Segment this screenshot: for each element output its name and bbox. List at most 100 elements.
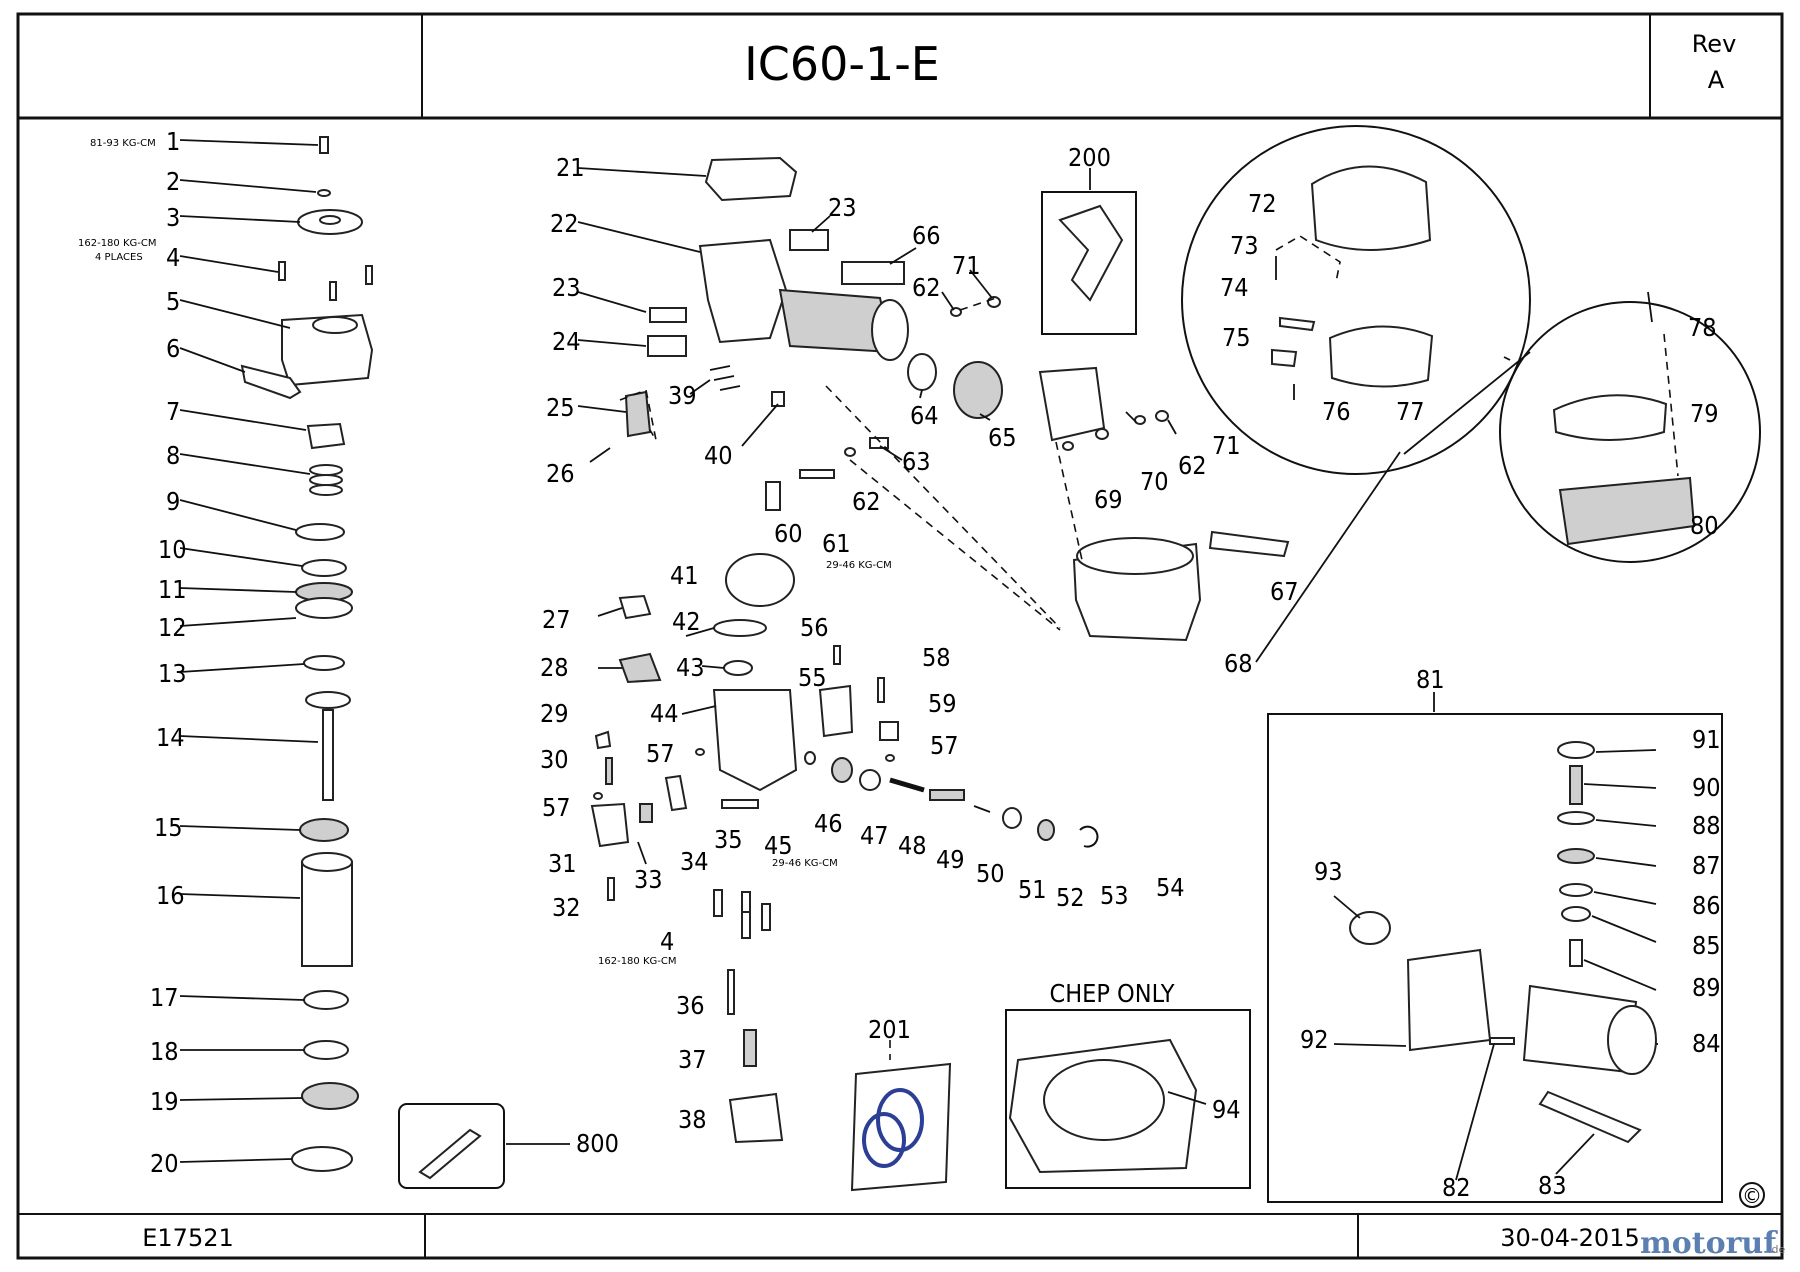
part-21-gasket [704, 156, 798, 202]
part-31-lever [590, 802, 630, 848]
part-75-spring [1271, 348, 1298, 368]
spring-coil [309, 474, 343, 486]
part-71-nut-b [1155, 410, 1169, 422]
leader-64 [919, 389, 923, 399]
leader-71b [1167, 419, 1177, 435]
leader-20 [179, 1158, 293, 1163]
part-45-bolt [721, 799, 759, 809]
part-40-clip [771, 391, 785, 407]
part-85-bushing [1561, 906, 1591, 922]
part-47-bushing [831, 757, 853, 783]
chep-only-box [1005, 1009, 1251, 1189]
callout-4b: 4 [660, 927, 674, 956]
note-torque-1: 81-93 KG-CM [90, 138, 156, 149]
part-38-contact-arm [728, 1092, 784, 1144]
callout-88: 88 [1692, 811, 1721, 840]
leader-87 [1595, 857, 1657, 867]
leader-19 [179, 1097, 303, 1101]
part-32-pin [607, 877, 615, 901]
leader-circle-link [1503, 356, 1511, 361]
leader-65 [979, 413, 991, 421]
leader-17 [179, 995, 305, 1001]
leader-83 [1555, 1133, 1595, 1175]
callout-46: 46 [814, 809, 843, 838]
part-48-o-ring [859, 769, 881, 791]
callout-5: 5 [166, 287, 180, 316]
part-39-pin-c [719, 385, 741, 391]
part-16-cylinder [301, 861, 353, 967]
callout-25: 25 [546, 393, 575, 422]
part-90-spring [1569, 765, 1583, 805]
part-57-pin-c [885, 754, 895, 762]
leader-1 [179, 139, 319, 146]
callout-71b: 71 [1212, 431, 1241, 460]
part-29-trigger [594, 730, 612, 750]
callout-41: 41 [670, 561, 699, 590]
detail-circle-72-77 [1181, 125, 1531, 475]
callout-71a: 71 [952, 251, 981, 280]
part-4-screw-f [761, 903, 771, 931]
part-69-washer [1062, 441, 1074, 451]
callout-64: 64 [910, 401, 939, 430]
part-89-stem [1569, 939, 1583, 967]
callout-79: 79 [1690, 399, 1719, 428]
leader-24 [577, 339, 647, 347]
detail-circle-78-80 [1499, 301, 1761, 563]
leader-16 [179, 893, 301, 899]
callout-28: 28 [540, 653, 569, 682]
copyright-circle [1739, 1182, 1765, 1208]
callout-35: 35 [714, 825, 743, 854]
callout-10: 10 [158, 535, 187, 564]
leader-6 [179, 347, 246, 373]
part-44-nose [712, 689, 798, 792]
callout-68: 68 [1224, 649, 1253, 678]
callout-90: 90 [1692, 773, 1721, 802]
callout-85: 85 [1692, 931, 1721, 960]
drawing-title: IC60-1-E [744, 37, 940, 91]
part-84-end [1607, 1005, 1657, 1075]
leader-7 [179, 409, 307, 431]
callout-11: 11 [158, 575, 187, 604]
leader-5 [179, 299, 291, 329]
leader-82 [1455, 1043, 1495, 1181]
part-4-screw-g [741, 911, 751, 939]
callout-78: 78 [1688, 313, 1717, 342]
leader-63 [879, 445, 903, 461]
leader-88 [1595, 819, 1657, 827]
callout-39: 39 [668, 381, 697, 410]
callout-27: 27 [542, 605, 571, 634]
callout-53: 53 [1100, 881, 1129, 910]
callout-22: 22 [550, 209, 579, 238]
leader-40 [741, 403, 779, 447]
part-55-bracket [818, 684, 854, 738]
part-62-washer-a [844, 447, 856, 457]
part-7-nut [306, 422, 346, 450]
callout-13: 13 [158, 659, 187, 688]
drawing-frame [16, 12, 1784, 1260]
note-torque-4a: 162-180 KG-CM [78, 238, 157, 249]
callout-26: 26 [546, 459, 575, 488]
part-35-link [664, 774, 688, 812]
part-61-pin [799, 469, 835, 479]
rev-label: Rev [1692, 30, 1737, 58]
note-torque-4c: 162-180 KG-CM [598, 956, 677, 967]
part-69-bracket [1038, 366, 1106, 442]
part-4-screw-c [365, 265, 373, 285]
part-28-safety [618, 652, 662, 684]
part-72-feed-cover [1310, 165, 1432, 251]
part-68-top [1076, 537, 1194, 575]
callout-3: 3 [166, 203, 180, 232]
callout-62c: 62 [1178, 451, 1207, 480]
callout-57b: 57 [930, 731, 959, 760]
callout-66: 66 [912, 221, 941, 250]
leader-12 [179, 617, 297, 627]
part-17-ring [303, 990, 349, 1010]
callout-77: 77 [1396, 397, 1425, 426]
part-200-spring-bracket [1058, 204, 1124, 302]
part-201-o-rings [876, 1088, 924, 1152]
callout-33: 33 [634, 865, 663, 894]
callout-67: 67 [1270, 577, 1299, 606]
part-14-driver-blade [322, 709, 334, 801]
part-37-spring [743, 1029, 757, 1067]
